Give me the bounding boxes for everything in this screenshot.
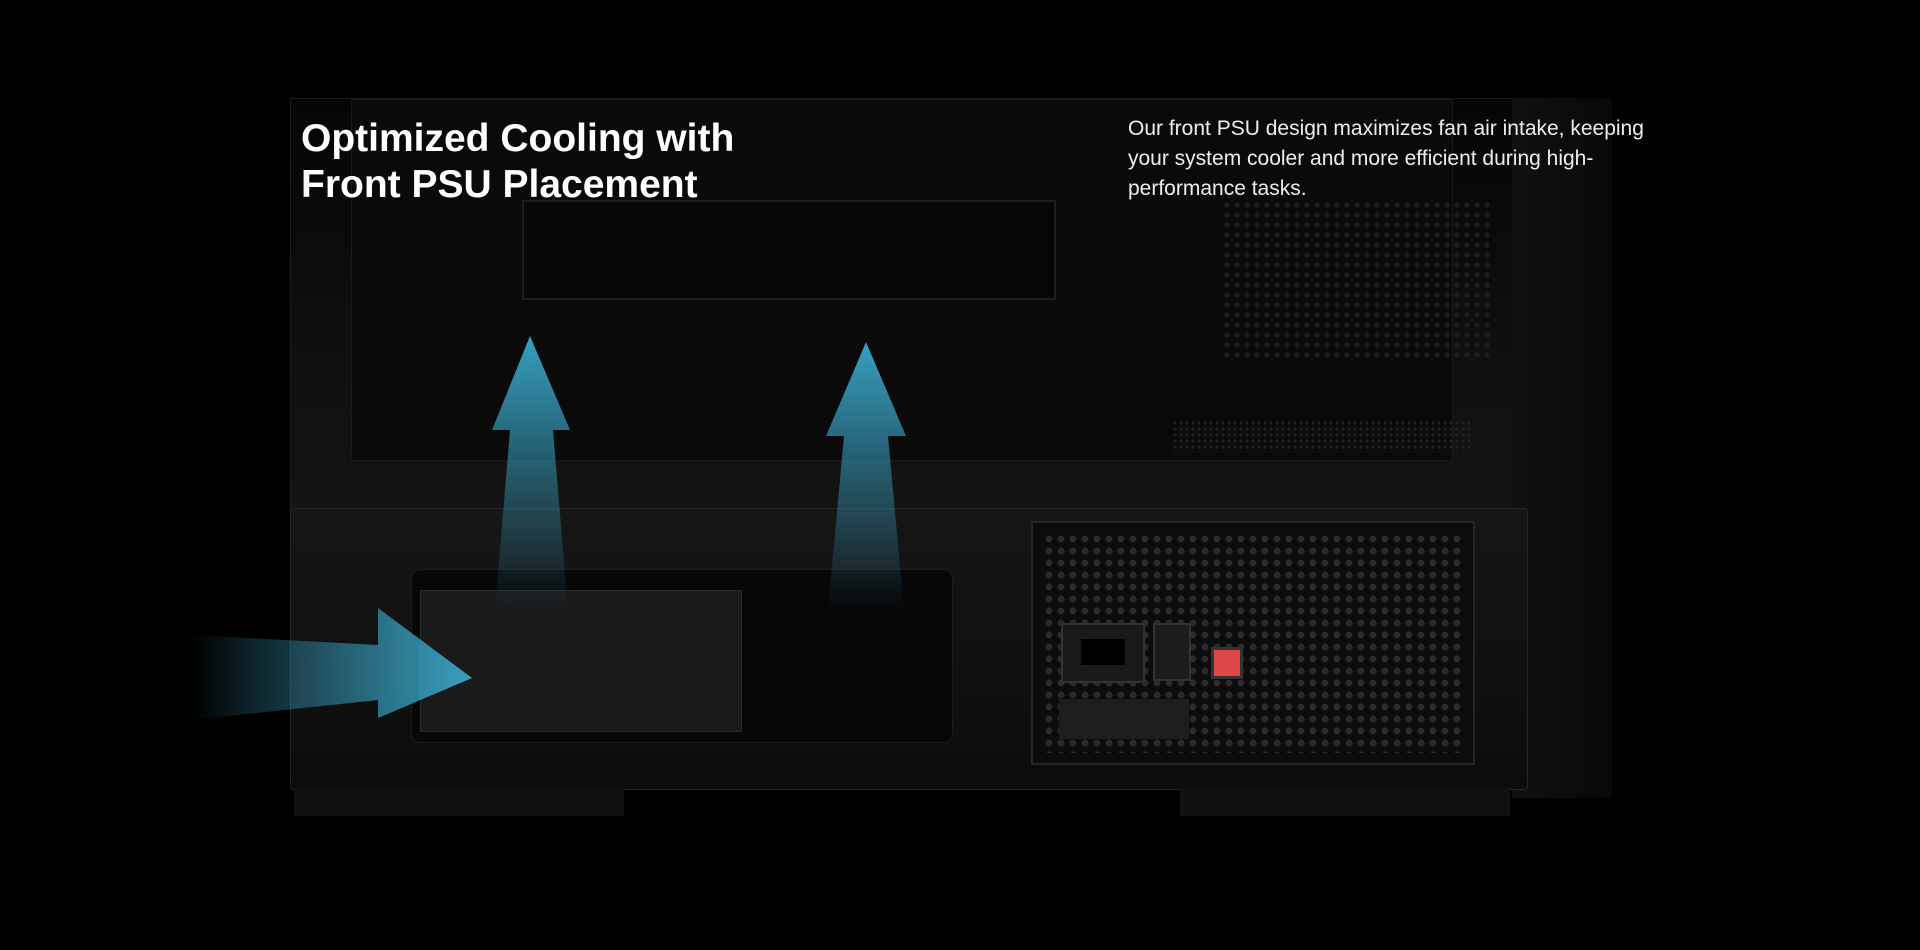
power-socket-icon bbox=[1061, 623, 1145, 683]
psu-label-plate bbox=[1059, 699, 1189, 739]
case-side-panel bbox=[1512, 98, 1612, 798]
airflow-up-arrow-left bbox=[492, 336, 570, 610]
title-line-1: Optimized Cooling with bbox=[301, 117, 735, 160]
psu-shroud bbox=[290, 508, 1528, 790]
page-title: Optimized Cooling with Front PSU Placeme… bbox=[301, 116, 734, 208]
cutout-panel bbox=[522, 200, 1056, 300]
voltage-button-icon bbox=[1211, 647, 1243, 679]
vent-strip bbox=[1172, 420, 1472, 452]
airflow-up-arrow-right bbox=[826, 342, 906, 610]
airflow-intake-arrow bbox=[190, 608, 472, 720]
case-foot-left bbox=[294, 788, 624, 816]
case-foot-right bbox=[1180, 788, 1510, 816]
feature-description: Our front PSU design maximizes fan air i… bbox=[1128, 117, 1644, 200]
title-line-2: Front PSU Placement bbox=[301, 163, 698, 206]
rear-mesh bbox=[1222, 200, 1492, 360]
drive-bracket bbox=[420, 590, 742, 732]
power-supply bbox=[1031, 521, 1475, 765]
power-switch-icon bbox=[1153, 623, 1191, 681]
